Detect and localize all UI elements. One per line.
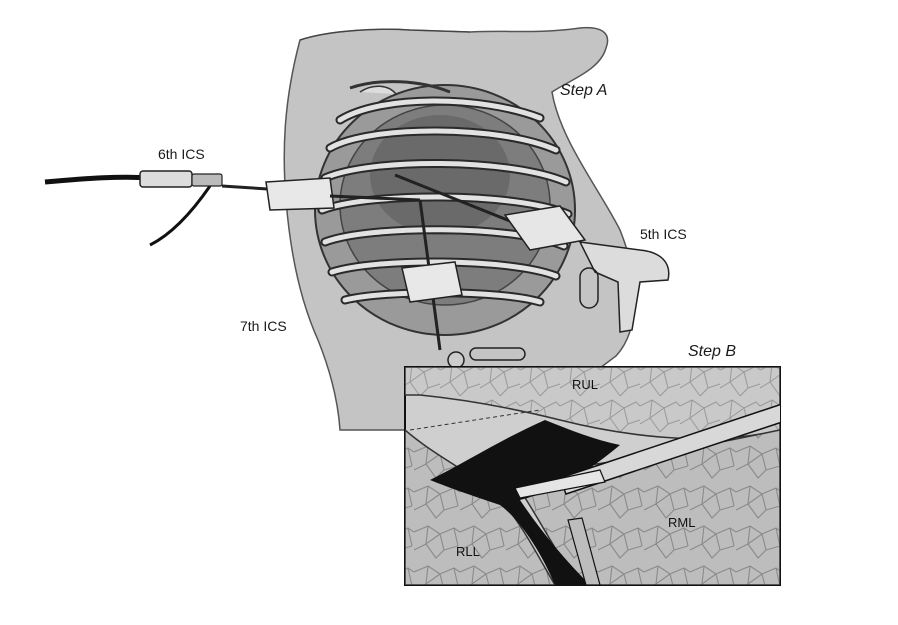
step-b-inset: [404, 366, 781, 586]
rib-cage: [314, 80, 576, 336]
instrument-5th-ics: [394, 173, 670, 333]
instrument-7th-ics: [401, 199, 526, 385]
rul-label: RUL: [572, 377, 599, 392]
rll-label: RLL: [456, 544, 480, 559]
step-b-label: Step B: [688, 343, 737, 360]
ics-5-label: 5th ICS: [640, 226, 687, 242]
step-a-label: Step A: [560, 82, 608, 99]
port-6th-ics: [265, 177, 421, 211]
rml-label: RML: [668, 515, 696, 530]
ics-7-label: 7th ICS: [240, 318, 287, 334]
ics-6-label: 6th ICS: [158, 146, 205, 162]
